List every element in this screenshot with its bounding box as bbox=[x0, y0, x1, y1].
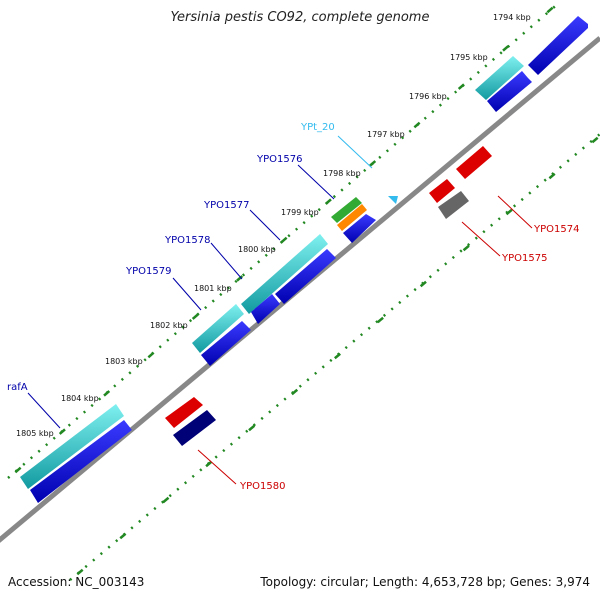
ruler-tick bbox=[376, 316, 384, 324]
ruler-tick bbox=[14, 466, 22, 474]
kbp-label: 1795 kbp bbox=[450, 53, 488, 62]
cds-arrow[interactable] bbox=[251, 294, 280, 324]
gene-label[interactable]: YPO1576 bbox=[256, 154, 302, 165]
reverse-tick-marks bbox=[76, 136, 599, 576]
ruler-tick bbox=[505, 208, 513, 216]
dark-cds-arrow[interactable] bbox=[173, 410, 216, 446]
cds-arrow[interactable] bbox=[201, 321, 251, 366]
cds-arrow[interactable] bbox=[487, 71, 532, 112]
kbp-label: 1804 kbp bbox=[61, 394, 99, 403]
kbp-label: 1798 kbp bbox=[323, 169, 361, 178]
kbp-label: 1799 kbp bbox=[281, 208, 319, 217]
ruler-tick bbox=[248, 424, 256, 432]
gene-label[interactable]: YPO1578 bbox=[164, 235, 210, 246]
ruler-tick bbox=[119, 532, 127, 540]
ruler-tick bbox=[546, 6, 554, 14]
trna-marker[interactable] bbox=[388, 196, 398, 204]
gene-bar[interactable] bbox=[241, 234, 328, 314]
ruler-tick bbox=[548, 172, 556, 180]
map-title: Yersinia pestis CO92, complete genome bbox=[170, 10, 430, 25]
ruler-tick bbox=[369, 160, 377, 167]
trna-gene-bar[interactable] bbox=[331, 197, 362, 223]
kbp-label: 1797 kbp bbox=[367, 130, 405, 139]
ruler-tick bbox=[502, 45, 510, 52]
ruler-tick bbox=[591, 136, 599, 144]
kbp-label: 1794 kbp bbox=[493, 13, 531, 22]
ruler-tick bbox=[205, 460, 213, 468]
kbp-label: 1800 kbp bbox=[238, 245, 276, 254]
gene-labels: YPt_20 YPO1576 YPO1577 YPO1578 YPO1579 r… bbox=[7, 122, 579, 492]
gene-label[interactable]: YPO1577 bbox=[203, 200, 249, 211]
kbp-label: 1801 kbp bbox=[194, 284, 232, 293]
ruler-tick bbox=[334, 352, 341, 360]
reverse-gene-arrow[interactable] bbox=[456, 146, 492, 179]
kbp-label: 1803 kbp bbox=[105, 357, 143, 366]
ruler-tick bbox=[324, 198, 332, 205]
gene-label[interactable]: YPt_20 bbox=[300, 122, 335, 133]
ruler-tick bbox=[76, 568, 84, 576]
kbp-label: 1802 kbp bbox=[150, 321, 188, 330]
forward-ruler bbox=[7, 1, 561, 479]
ruler-tick bbox=[103, 390, 111, 397]
gene-bar[interactable] bbox=[192, 304, 244, 353]
trna-cds-arrow[interactable] bbox=[343, 214, 376, 243]
genome-backbone bbox=[0, 36, 600, 543]
gene-label[interactable]: YPO1575 bbox=[501, 253, 547, 264]
ruler-tick bbox=[462, 244, 470, 252]
pseudo-gene-arrow[interactable] bbox=[438, 191, 469, 219]
cds-arrow[interactable] bbox=[30, 420, 132, 503]
ruler-tick bbox=[413, 121, 421, 129]
gene-label[interactable]: rafA bbox=[7, 382, 28, 393]
ruler-tick bbox=[191, 313, 199, 320]
gene-bar[interactable] bbox=[20, 404, 124, 489]
ruler-tick bbox=[162, 496, 170, 504]
forward-features bbox=[20, 16, 588, 503]
reverse-gene-arrow[interactable] bbox=[429, 179, 455, 203]
gene-label[interactable]: YPO1579 bbox=[125, 266, 171, 277]
kbp-label: 1805 kbp bbox=[16, 429, 54, 438]
forward-tick-marks bbox=[14, 6, 554, 474]
label-leaders bbox=[27, 135, 533, 485]
gene-bar[interactable] bbox=[475, 56, 524, 100]
cds-arrow[interactable] bbox=[275, 249, 336, 304]
gene-label[interactable]: YPO1574 bbox=[533, 224, 579, 235]
cds-arrow[interactable] bbox=[528, 16, 588, 75]
trna-bar[interactable] bbox=[337, 204, 367, 231]
ruler-tick bbox=[291, 388, 299, 396]
ruler-tick bbox=[419, 280, 427, 288]
ruler-tick bbox=[147, 351, 155, 359]
reverse-gene-arrow[interactable] bbox=[165, 397, 203, 428]
reverse-features bbox=[165, 146, 492, 446]
ruler-tick bbox=[457, 83, 465, 90]
gene-label[interactable]: YPO1580 bbox=[239, 481, 285, 492]
ruler-tick bbox=[58, 428, 66, 435]
accession-text: Accession: NC_003143 bbox=[8, 575, 145, 589]
ruler-tick bbox=[236, 275, 244, 282]
kbp-tick-labels: 1794 kbp 1795 kbp 1796 kbp 1797 kbp 1798… bbox=[16, 13, 531, 438]
genome-summary-text: Topology: circular; Length: 4,653,728 bp… bbox=[260, 575, 590, 589]
kbp-label: 1796 kbp bbox=[409, 92, 447, 101]
ruler-tick bbox=[280, 236, 288, 244]
